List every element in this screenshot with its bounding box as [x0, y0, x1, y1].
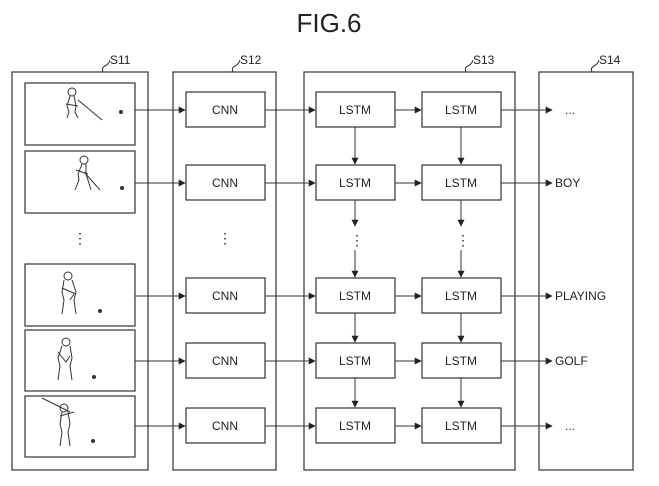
row-2: CNN LSTM LSTM BOY [24, 150, 580, 214]
svg-text:S14: S14 [599, 53, 621, 67]
row-4: CNN LSTM LSTM GOLF [24, 329, 588, 392]
lstm-label: LSTM [339, 419, 371, 433]
cnn-box [185, 407, 266, 444]
lstm-box [421, 342, 502, 379]
row-5: CNN LSTM LSTM ... [24, 395, 575, 458]
lstm-label: LSTM [339, 354, 371, 368]
lstm-dotted-connector: ⋮ ⋮ [350, 200, 470, 278]
cnn-ellipsis: ⋮ [218, 230, 232, 246]
cnn-label: CNN [212, 419, 238, 433]
frames-ellipsis: ⋮ [73, 230, 87, 246]
output-column [538, 71, 634, 471]
figure-title: FIG.6 [296, 8, 361, 38]
step-label-s13: S13 [464, 53, 495, 73]
svg-text:S11: S11 [110, 53, 131, 67]
lstm-column [303, 71, 516, 471]
cnn-label: CNN [212, 103, 238, 117]
video-frame [24, 150, 136, 214]
golfer-figure-icon [57, 337, 96, 381]
video-frame [24, 329, 136, 392]
row-3: CNN LSTM LSTM PLAYING [24, 263, 606, 327]
lstm-label: LSTM [339, 103, 371, 117]
output-word: ... [565, 419, 575, 433]
step-label-s14: S14 [590, 53, 621, 73]
lstm-box [315, 277, 396, 314]
cnn-box [185, 164, 266, 201]
lstm-box [421, 164, 502, 201]
video-frame [24, 263, 136, 327]
cnn-label: CNN [212, 176, 238, 190]
step-label-s12: S12 [231, 53, 262, 73]
lstm-ellipsis: ⋮ [350, 232, 364, 248]
lstm-label: LSTM [445, 354, 477, 368]
video-frame [24, 395, 136, 458]
output-word: PLAYING [555, 289, 606, 303]
svg-text:S12: S12 [240, 53, 262, 67]
cnn-label: CNN [212, 289, 238, 303]
output-word: ... [565, 103, 575, 117]
lstm-box [315, 407, 396, 444]
frames-column [11, 71, 149, 471]
cnn-box [185, 277, 266, 314]
lstm-label: LSTM [445, 419, 477, 433]
lstm-ellipsis: ⋮ [456, 232, 470, 248]
lstm-box [315, 164, 396, 201]
lstm-box [421, 277, 502, 314]
golfer-figure-icon [65, 87, 123, 121]
step-label-s11: S11 [101, 53, 131, 73]
cnn-column [172, 71, 277, 471]
row-1: CNN LSTM LSTM ... [24, 82, 575, 146]
svg-text:S13: S13 [473, 53, 495, 67]
golfer-figure-icon [74, 155, 124, 191]
output-word: GOLF [555, 354, 588, 368]
video-frame [24, 82, 136, 146]
golfer-figure-icon [41, 397, 95, 447]
cnn-label: CNN [212, 354, 238, 368]
lstm-label: LSTM [339, 289, 371, 303]
lstm-label: LSTM [445, 103, 477, 117]
cnn-box [185, 91, 266, 128]
lstm-label: LSTM [445, 289, 477, 303]
lstm-label: LSTM [445, 176, 477, 190]
output-word: BOY [555, 176, 580, 190]
lstm-label: LSTM [339, 176, 371, 190]
golfer-figure-icon [61, 271, 102, 315]
